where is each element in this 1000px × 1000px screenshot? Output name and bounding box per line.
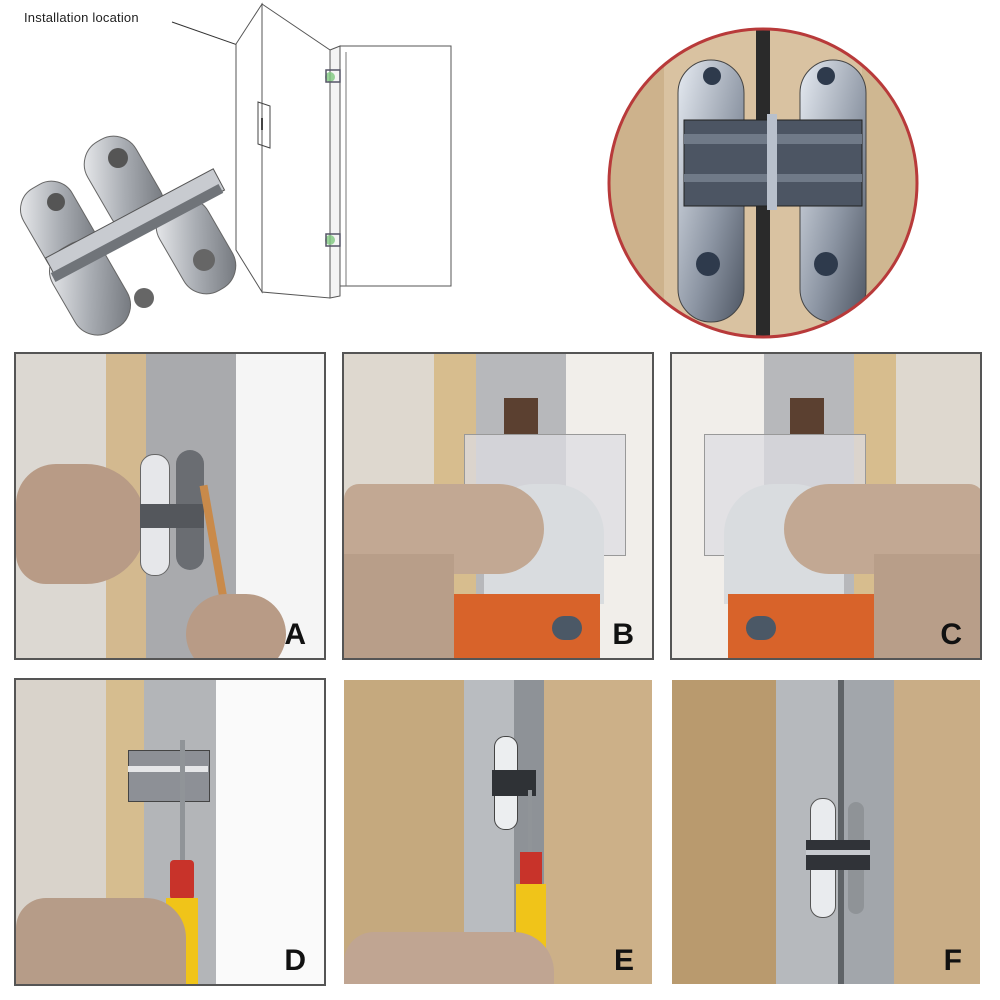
screwdriver-red	[170, 860, 194, 900]
screwdriver-shaft	[528, 790, 532, 860]
step-panel-d: D	[14, 678, 326, 986]
hinge-closeup	[604, 24, 922, 342]
step-panel-a: A	[14, 352, 326, 660]
top-hinge-marker	[325, 69, 341, 83]
step-label-b: B	[612, 618, 634, 651]
hand	[16, 898, 186, 984]
step-panel-b: B	[342, 352, 654, 660]
screwdriver-shaft	[180, 740, 185, 870]
step-label-d: D	[284, 944, 306, 977]
step-label-a: A	[284, 618, 306, 651]
screwdriver-red	[520, 852, 542, 886]
door-diagram-svg	[171, 2, 452, 299]
hand	[344, 932, 554, 984]
step-panel-c: C	[670, 352, 982, 660]
installation-diagram: Installation location	[0, 0, 480, 340]
hand	[16, 464, 146, 584]
step-panel-e: E	[342, 678, 654, 986]
installation-location-label: Installation location	[24, 10, 139, 25]
hinge-product-image	[20, 135, 237, 336]
step-label-e: E	[613, 944, 634, 977]
bottom-hinge-marker	[325, 233, 341, 247]
step-panel-f: F	[670, 678, 982, 986]
closeup-ring	[607, 27, 919, 339]
step-label-c: C	[940, 618, 962, 651]
hinge	[128, 750, 210, 802]
closeup-svg	[607, 27, 919, 339]
step-label-f: F	[943, 944, 962, 977]
